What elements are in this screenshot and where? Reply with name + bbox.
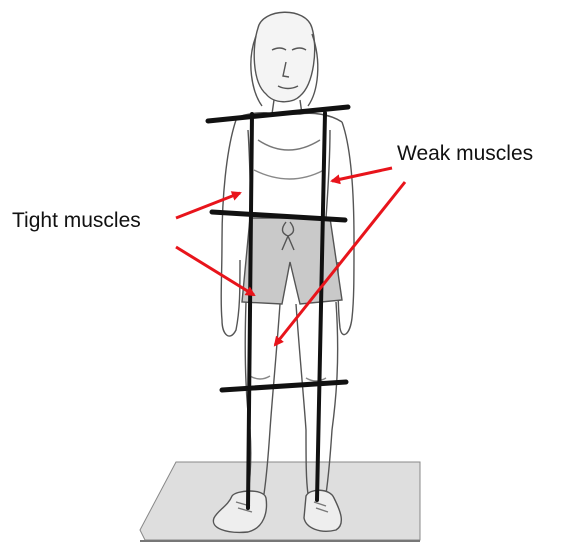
head-sketch [251, 12, 318, 114]
weak-arrow-upper [332, 168, 392, 181]
floor-platform [140, 462, 420, 540]
weak-muscles-label: Weak muscles [397, 142, 533, 166]
tight-arrow-lower [176, 247, 254, 295]
alignment-lines [208, 107, 348, 508]
tight-muscles-label: Tight muscles [12, 209, 141, 233]
knee-line [222, 382, 346, 390]
shoulder-line [208, 107, 348, 121]
